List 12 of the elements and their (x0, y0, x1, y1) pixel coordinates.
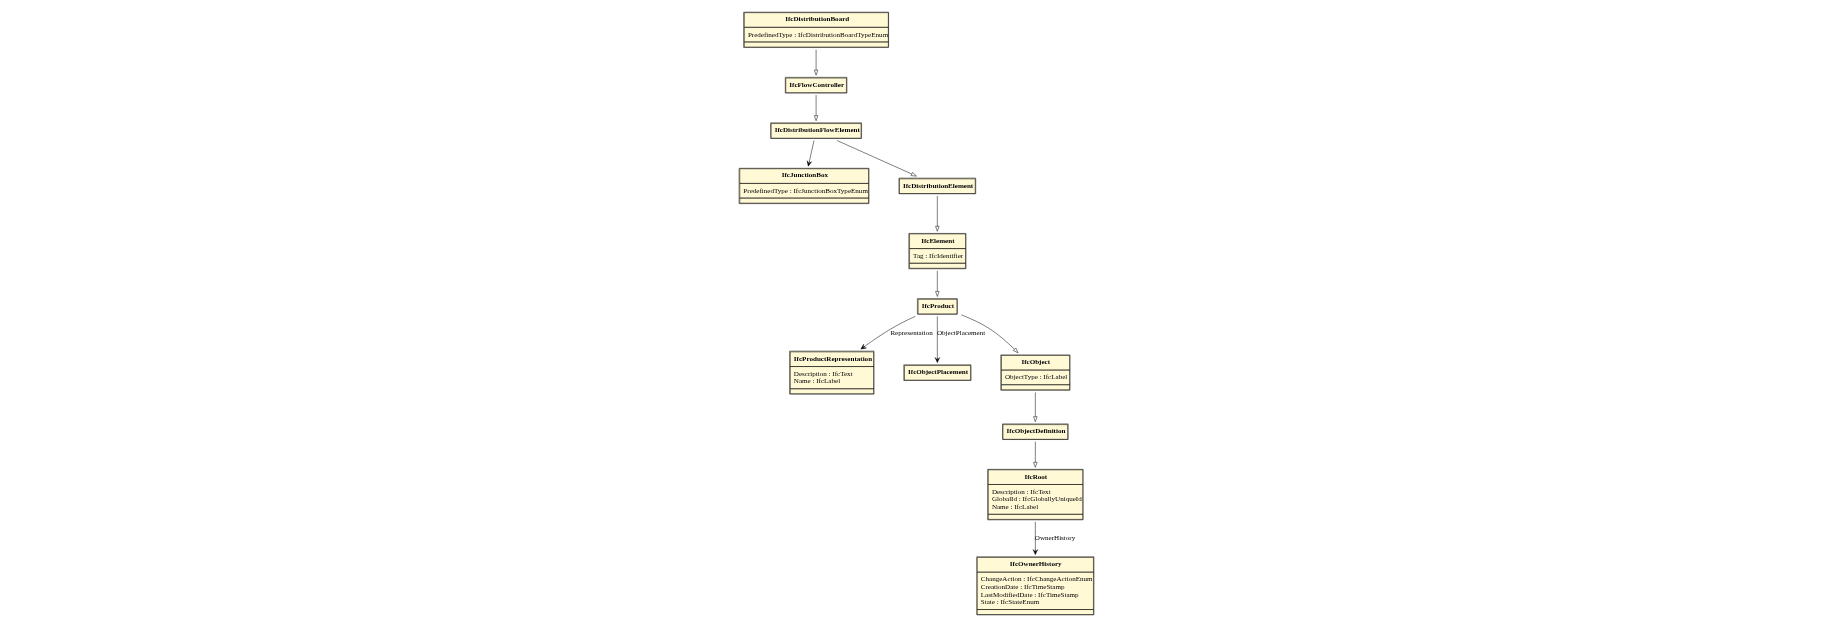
arrow (934, 316, 940, 363)
arrow (813, 94, 818, 121)
arrow (934, 270, 939, 297)
arrow (934, 195, 939, 232)
arrow (1032, 392, 1037, 422)
arrow (806, 140, 814, 167)
arrow (960, 314, 1018, 354)
arrow (860, 316, 916, 350)
arrow (813, 49, 818, 76)
arrow (1032, 521, 1038, 555)
arrow (836, 140, 917, 177)
arrow (1032, 441, 1037, 468)
